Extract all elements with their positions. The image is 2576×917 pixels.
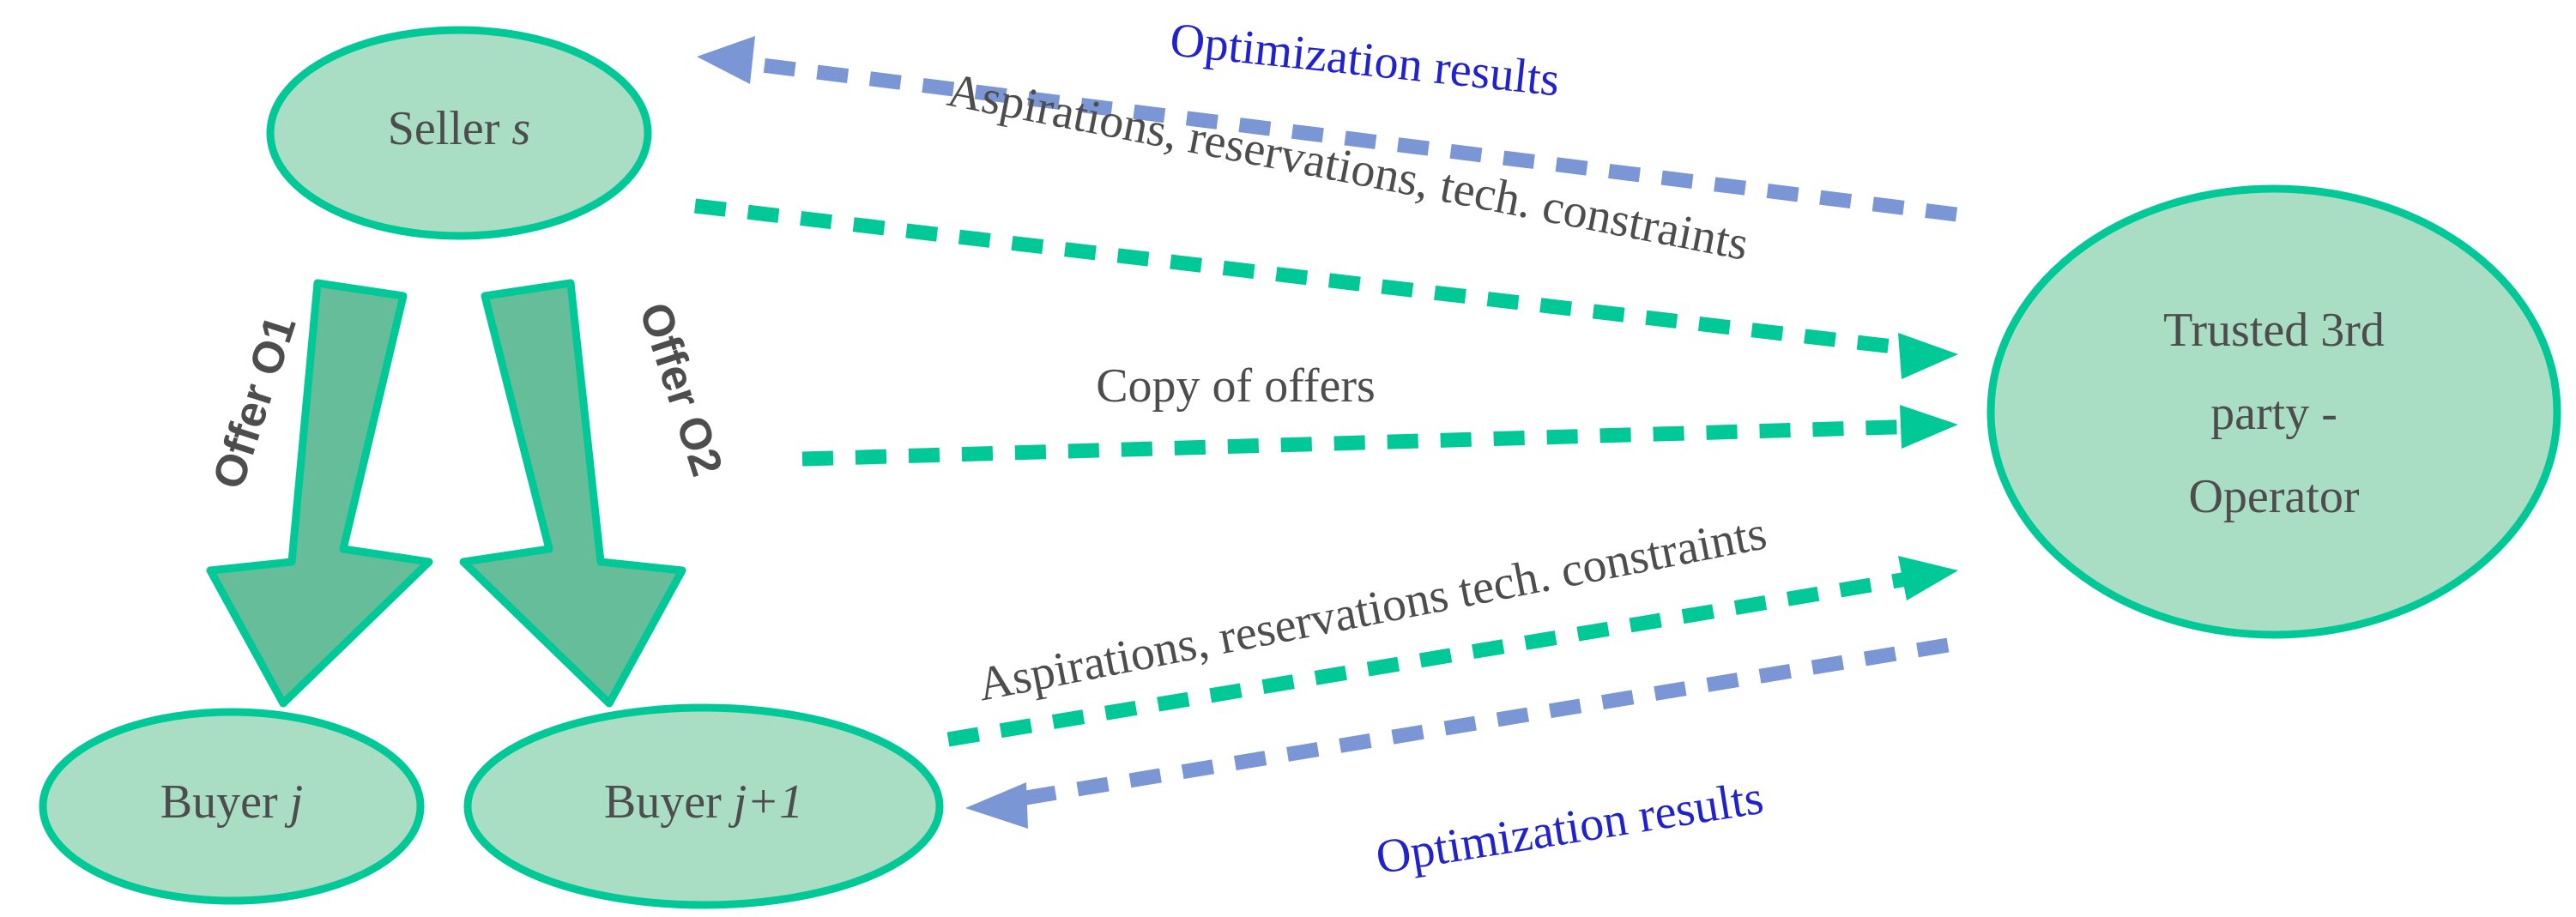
buyer-j-node-shape[interactable] bbox=[39, 708, 425, 905]
buyer-j-plus-1-node[interactable]: Buyer j+1 bbox=[463, 703, 944, 909]
offer-o1-arrow-shape bbox=[206, 279, 433, 708]
buyer-j-plus-1-node-shape[interactable] bbox=[463, 703, 944, 909]
operator-node-label-line2: party - bbox=[2210, 387, 2337, 440]
copy-of-offers-label: Copy of offers bbox=[1096, 359, 1376, 413]
aspirations-reservations-tech-constraints-top-flow bbox=[694, 198, 1958, 379]
offer-o1-label: Offer O1 bbox=[203, 310, 305, 495]
optimization-results-top-flow bbox=[697, 36, 1958, 222]
operator-node-label-line3: Operator bbox=[2188, 470, 2359, 523]
asp-res-tech-top-line bbox=[694, 198, 1923, 358]
optimization-results-top-line bbox=[719, 52, 1958, 222]
copy-of-offers-flow bbox=[801, 405, 1958, 467]
offer-o2-arrow-shape bbox=[459, 279, 686, 708]
operator-node[interactable]: Trusted 3rd party - Operator bbox=[1986, 184, 2561, 639]
asp-res-tech-bottom-arrowhead bbox=[1898, 556, 1958, 600]
optimization-results-top-label: Optimization results bbox=[1168, 13, 1563, 106]
asp-res-tech-top-arrowhead bbox=[1898, 333, 1958, 379]
copy-of-offers-arrowhead bbox=[1900, 405, 1958, 449]
operator-node-shape[interactable] bbox=[1986, 184, 2561, 639]
seller-node[interactable]: Seller s bbox=[266, 26, 652, 240]
operator-node-label-line1: Trusted 3rd bbox=[2163, 304, 2385, 357]
offer-o1-arrow bbox=[206, 279, 433, 708]
buyer-j-plus-1-node-label: Buyer j+1 bbox=[604, 775, 803, 829]
asp-res-tech-bottom-line bbox=[946, 569, 1924, 747]
offer-o2-arrow bbox=[459, 279, 686, 708]
optimization-results-top-arrowhead bbox=[697, 36, 755, 84]
optimization-results-bottom-flow bbox=[965, 637, 1950, 829]
offer-o2-label: Offer O2 bbox=[629, 297, 731, 482]
seller-node-label: Seller s bbox=[388, 102, 530, 155]
optimization-results-bottom-label: Optimization results bbox=[1372, 771, 1767, 885]
seller-node-shape[interactable] bbox=[266, 26, 652, 240]
optimization-results-bottom-line bbox=[998, 637, 1950, 810]
buyer-j-node-label: Buyer j bbox=[160, 775, 303, 829]
aspirations-reservations-tech-constraints-bottom-flow bbox=[946, 556, 1958, 747]
optimization-results-bottom-arrowhead bbox=[965, 782, 1028, 829]
aspirations-reservations-tech-constraints-bottom-label: Aspirations, reservations tech. constrai… bbox=[973, 506, 1770, 711]
buyer-j-node[interactable]: Buyer j bbox=[39, 708, 425, 905]
copy-of-offers-line bbox=[801, 419, 1923, 467]
